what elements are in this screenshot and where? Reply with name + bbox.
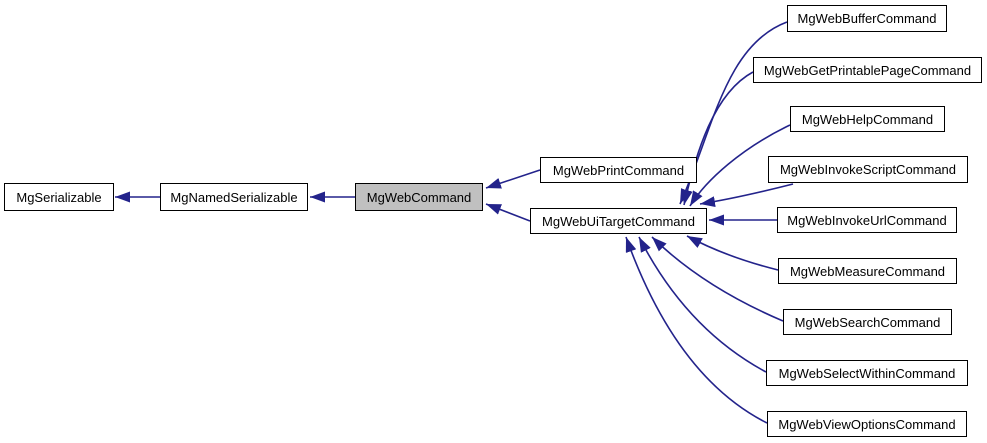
node-mgwebinvokeurlcommand[interactable]: MgWebInvokeUrlCommand (777, 207, 957, 233)
node-mgwebhelpcommand[interactable]: MgWebHelpCommand (790, 106, 945, 132)
edge-mgwebuitargetcommand-to-mgwebcommand (485, 203, 531, 222)
node-mgwebcommand-current[interactable]: MgWebCommand (355, 183, 483, 211)
node-mgwebselectwithincommand[interactable]: MgWebSelectWithinCommand (766, 360, 968, 386)
node-mgwebinvokescriptcommand[interactable]: MgWebInvokeScriptCommand (768, 156, 968, 183)
node-mgserializable[interactable]: MgSerializable (4, 183, 114, 211)
edge-mgwebinvokescriptcommand-to-mgwebuitargetcommand (699, 183, 794, 208)
node-mgwebviewoptionscommand[interactable]: MgWebViewOptionsCommand (767, 411, 967, 437)
edge-mgwebselectwithincommand-to-mgwebuitargetcommand (638, 236, 767, 373)
node-mgwebbuffercommand[interactable]: MgWebBufferCommand (787, 5, 947, 32)
edge-mgwebmeasurecommand-to-mgwebuitargetcommand (686, 235, 779, 271)
edge-mgwebviewoptionscommand-to-mgwebuitargetcommand (625, 236, 768, 424)
node-mgwebgetprintablepagecommand[interactable]: MgWebGetPrintablePageCommand (753, 57, 982, 83)
edge-mgwebprintcommand-to-mgwebcommand (485, 169, 541, 189)
edge-mgwebhelpcommand-to-mgwebuitargetcommand (689, 124, 791, 207)
node-mgnamedserializable[interactable]: MgNamedSerializable (160, 183, 308, 211)
edge-mgwebsearchcommand-to-mgwebuitargetcommand (651, 236, 784, 322)
edge-mgwebgetprintablepagecommand-to-mgwebuitargetcommand (681, 71, 754, 206)
node-mgwebuitargetcommand[interactable]: MgWebUiTargetCommand (530, 208, 707, 234)
node-mgwebprintcommand[interactable]: MgWebPrintCommand (540, 157, 697, 183)
node-mgwebsearchcommand[interactable]: MgWebSearchCommand (783, 309, 952, 335)
node-mgwebmeasurecommand[interactable]: MgWebMeasureCommand (778, 258, 957, 284)
